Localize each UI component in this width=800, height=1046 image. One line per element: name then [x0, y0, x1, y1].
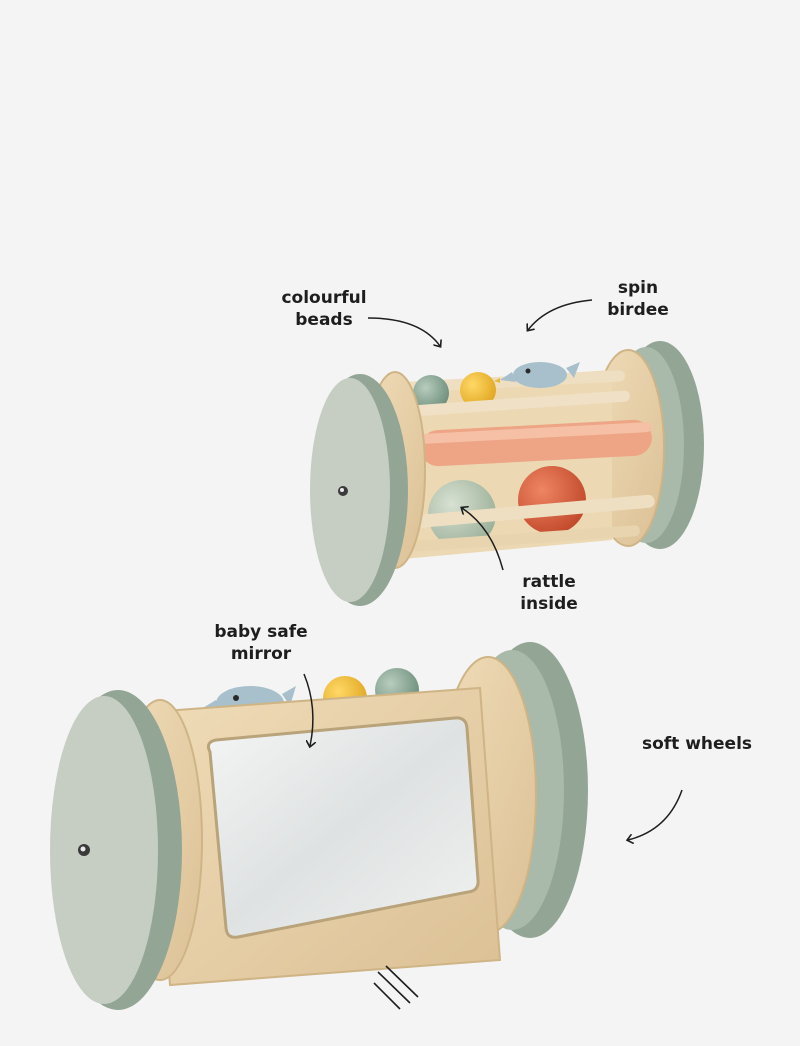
top-bead-green: [413, 375, 449, 411]
label-colourful-beads-line1: colourful: [281, 288, 367, 308]
top-bead-yellow: [460, 372, 496, 408]
label-baby-safe-mirror-line2: mirror: [230, 644, 292, 664]
top-rattle-toy: [310, 341, 704, 606]
arrow-colourful-beads: [367, 317, 440, 346]
arrow-soft-wheels: [628, 789, 683, 840]
top-left-wheel-face: [310, 378, 390, 602]
bottom-baby-safe-mirror: [207, 716, 480, 939]
label-rattle-inside: rattle inside: [508, 571, 590, 615]
bottom-mirror-toy: [50, 642, 588, 1010]
arrow-spin-birdee: [528, 299, 593, 330]
label-colourful-beads: colourful beads: [268, 287, 380, 331]
label-soft-wheels: soft wheels: [630, 733, 764, 755]
top-bead-red: [518, 466, 586, 534]
top-spin-birdee: [494, 362, 580, 388]
arrow-baby-safe-mirror: [303, 673, 313, 746]
label-colourful-beads-line2: beads: [295, 310, 353, 330]
label-spin-birdee-line1: spin: [617, 278, 659, 298]
arrow-rattle-inside: [462, 508, 504, 571]
label-spin-birdee-line2: birdee: [607, 300, 669, 320]
label-rattle-inside-line2: inside: [520, 594, 578, 614]
label-baby-safe-mirror-line1: baby safe: [214, 622, 308, 642]
label-baby-safe-mirror: baby safe mirror: [200, 621, 322, 665]
label-soft-wheels-line1: soft wheels: [641, 734, 753, 754]
label-rattle-inside-line1: rattle: [522, 572, 576, 592]
motion-lines: [373, 965, 419, 1010]
label-spin-birdee: spin birdee: [596, 277, 680, 321]
bottom-left-wheel-face: [50, 696, 158, 1004]
